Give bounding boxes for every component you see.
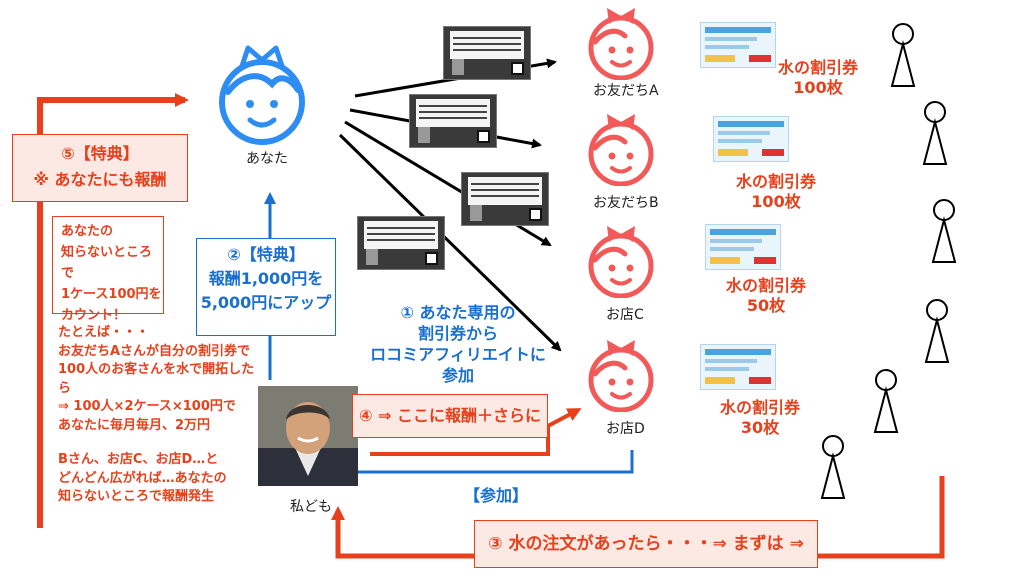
customer-icon [820, 435, 846, 499]
company-representative-photo [258, 386, 358, 486]
water-coupon-ticket-3 [705, 224, 781, 270]
coupon-flyer-4 [357, 216, 445, 270]
shop-c-character-icon [588, 226, 654, 298]
shop-d-label: お店D [606, 421, 645, 437]
coupon-flyer-1 [443, 26, 531, 80]
friend-a-label: お友だちA [593, 83, 659, 99]
water-coupon-ticket-4 [700, 344, 776, 390]
arrow-reward-to-shop [370, 408, 582, 456]
water-coupon-ticket-2 [713, 116, 789, 162]
customer-icon [931, 199, 957, 263]
water-coupon-ticket-1 [700, 22, 776, 68]
friend-b-label: お友だちB [593, 195, 659, 211]
customer-icon [924, 299, 950, 363]
shop-d-character-icon [588, 340, 654, 412]
coupon-flyer-3 [461, 172, 549, 226]
coupon-flyer-2 [409, 94, 497, 148]
you-label: あなた [246, 151, 288, 167]
friend-b-character-icon [588, 114, 654, 186]
step1-text: ① あなた専用の割引券からロコミアフィリエイトに参加 [370, 303, 546, 385]
arrow-join [342, 450, 634, 478]
arrow-bonus-loop [37, 93, 189, 528]
customer-icon [922, 101, 948, 165]
you-character-icon [219, 45, 305, 145]
customer-icon [873, 369, 899, 433]
customer-icon [890, 23, 916, 87]
arrow-to-shop-d [338, 133, 562, 352]
step5-bonus-box: ⑤【特典】※ あなたにも報酬 [12, 134, 188, 202]
step3-order-box: ③ 水の注文があったら・・・⇒ まずは ⇒ [474, 520, 818, 568]
join-label: 【参加】 [464, 486, 529, 505]
step4-reward-box: ④ ⇒ ここに報酬＋さらに [352, 394, 548, 438]
explanation-text: たとえば・・・ お友だちAさんが自分の割引券で 100人のお客さんを水で開拓した… [58, 325, 255, 504]
friend-a-character-icon [588, 8, 654, 80]
company-label: 私ども [290, 499, 332, 515]
shop-c-label: お店C [606, 307, 644, 323]
